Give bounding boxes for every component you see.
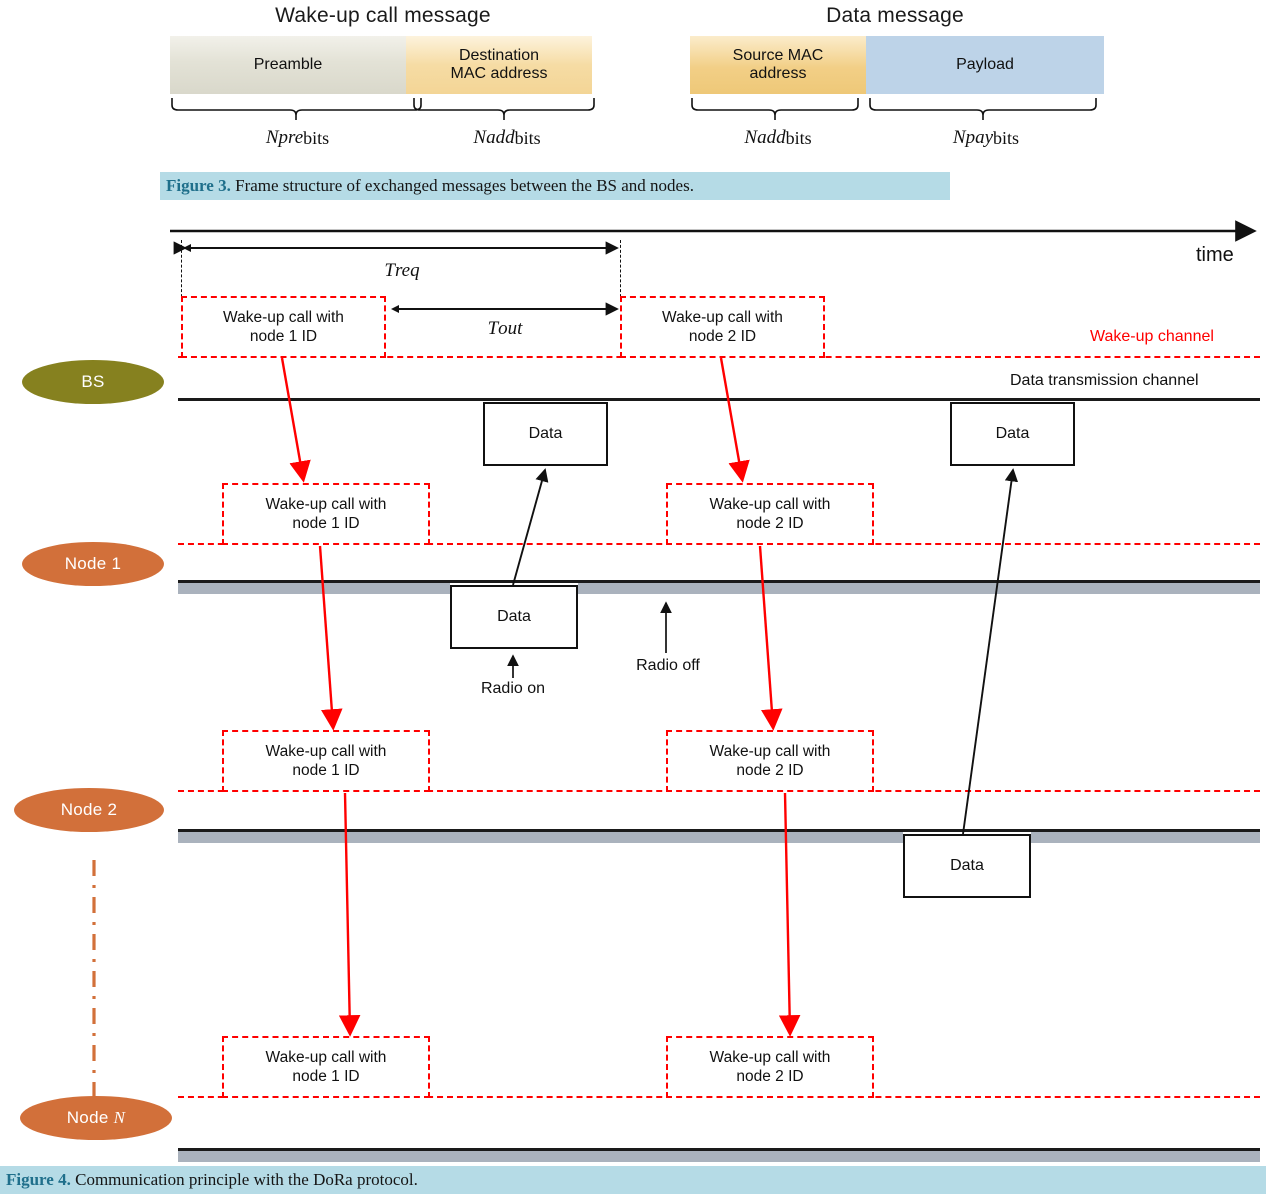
radio-on-label: Radio on — [480, 680, 546, 697]
treq-subscript: req — [394, 260, 420, 281]
figure4-label: Figure 4. — [6, 1170, 71, 1189]
nadd-symbol: N — [473, 127, 487, 148]
segment-source-mac: Source MAC address — [690, 36, 866, 94]
node1-data-channel-line — [178, 580, 1260, 583]
actor-node-n-label: Node N — [66, 1108, 126, 1127]
figure3-caption: Figure 3. Frame structure of exchanged m… — [160, 172, 950, 200]
actor-bs: BS — [22, 360, 164, 404]
bs-wakeup-box-node2: Wake-up call with node 2 ID — [620, 296, 825, 358]
nadd-bits-suffix: bits — [514, 127, 541, 148]
bs-data-box-2: Data — [950, 402, 1075, 466]
node1-wakeup-box-node2: Wake-up call with node 2 ID — [666, 483, 874, 545]
node2-data-channel-line — [178, 829, 1260, 832]
nadd-subscript: add — [486, 127, 515, 148]
nodeN-wakeup-box-node2: Wake-up call with node 2 ID — [666, 1036, 874, 1098]
node2-radio-off-band-left — [178, 832, 903, 843]
node1-radio-off-band-left — [178, 583, 450, 594]
treq-guide-start — [181, 240, 182, 302]
data-frame-braces-2 — [869, 98, 1097, 120]
figure4-text: Communication principle with the DoRa pr… — [70, 1170, 418, 1189]
bs-wakeup-box-node1: Wake-up call with node 1 ID — [181, 296, 386, 358]
actor-node-1: Node 1 — [22, 542, 164, 586]
node2-wakeup-box-node2: Wake-up call with node 2 ID — [666, 730, 874, 792]
data-channel-label: Data transmission channel — [1010, 372, 1199, 389]
segment-preamble: Preamble — [170, 36, 406, 94]
wakeup-frame-braces-2 — [413, 98, 595, 120]
tout-arrow — [391, 302, 619, 316]
figure3-text: Frame structure of exchanged messages be… — [230, 176, 694, 195]
nodeN-data-channel-line — [178, 1148, 1260, 1151]
nodeN-radio-off-band — [178, 1151, 1260, 1162]
node1-radio-off-band-right — [578, 583, 1260, 594]
actor-node-2: Node 2 — [14, 788, 164, 832]
nadd2-symbol: N — [744, 127, 758, 148]
treq-symbol: T — [384, 260, 395, 281]
node2-data-box: Data — [903, 834, 1031, 898]
bs-data-channel-line — [178, 398, 1260, 401]
node2-wakeup-box-node1: Wake-up call with node 1 ID — [222, 730, 430, 792]
npre-symbol: N — [265, 127, 279, 148]
radio-off-label: Radio off — [636, 657, 700, 674]
treq-arrow — [173, 241, 619, 255]
node1-data-box: Data — [450, 585, 578, 649]
nodes-ellipsis-dashdot — [92, 860, 96, 1100]
segment-payload: Payload — [866, 36, 1104, 94]
segment-destination-mac: Destination MAC address — [406, 36, 592, 94]
figure4-caption: Figure 4. Communication principle with t… — [0, 1166, 1266, 1194]
tout-subscript: out — [498, 318, 523, 339]
npre-subscript: pre — [278, 127, 304, 148]
nadd2-bits-suffix: bits — [785, 127, 812, 148]
nodeN-wakeup-box-node1: Wake-up call with node 1 ID — [222, 1036, 430, 1098]
npay-symbol: N — [952, 127, 966, 148]
radio-off-arrow — [660, 601, 672, 653]
wakeup-frame-title: Wake-up call message — [275, 4, 491, 27]
wakeup-channel-label: Wake-up channel — [1090, 328, 1214, 345]
npre-bits-suffix: bits — [303, 127, 330, 148]
data-frame-braces — [691, 98, 859, 120]
treq-guide-end — [620, 240, 621, 302]
node1-wakeup-box-node1: Wake-up call with node 1 ID — [222, 483, 430, 545]
data-frame-title: Data message — [826, 4, 964, 27]
tout-symbol: T — [487, 318, 499, 339]
wakeup-frame-braces — [171, 98, 422, 120]
time-axis-arrow — [170, 220, 1257, 242]
npay-subscript: pay — [965, 127, 994, 148]
time-axis-label: time — [1196, 244, 1234, 266]
nadd2-subscript: add — [757, 127, 786, 148]
npay-bits-suffix: bits — [993, 127, 1020, 148]
actor-node-n: Node N — [20, 1096, 172, 1140]
bs-data-box-1: Data — [483, 402, 608, 466]
figure3-label: Figure 3. — [166, 176, 231, 195]
node2-radio-off-band-right — [1031, 832, 1260, 843]
radio-on-arrow — [507, 654, 519, 678]
